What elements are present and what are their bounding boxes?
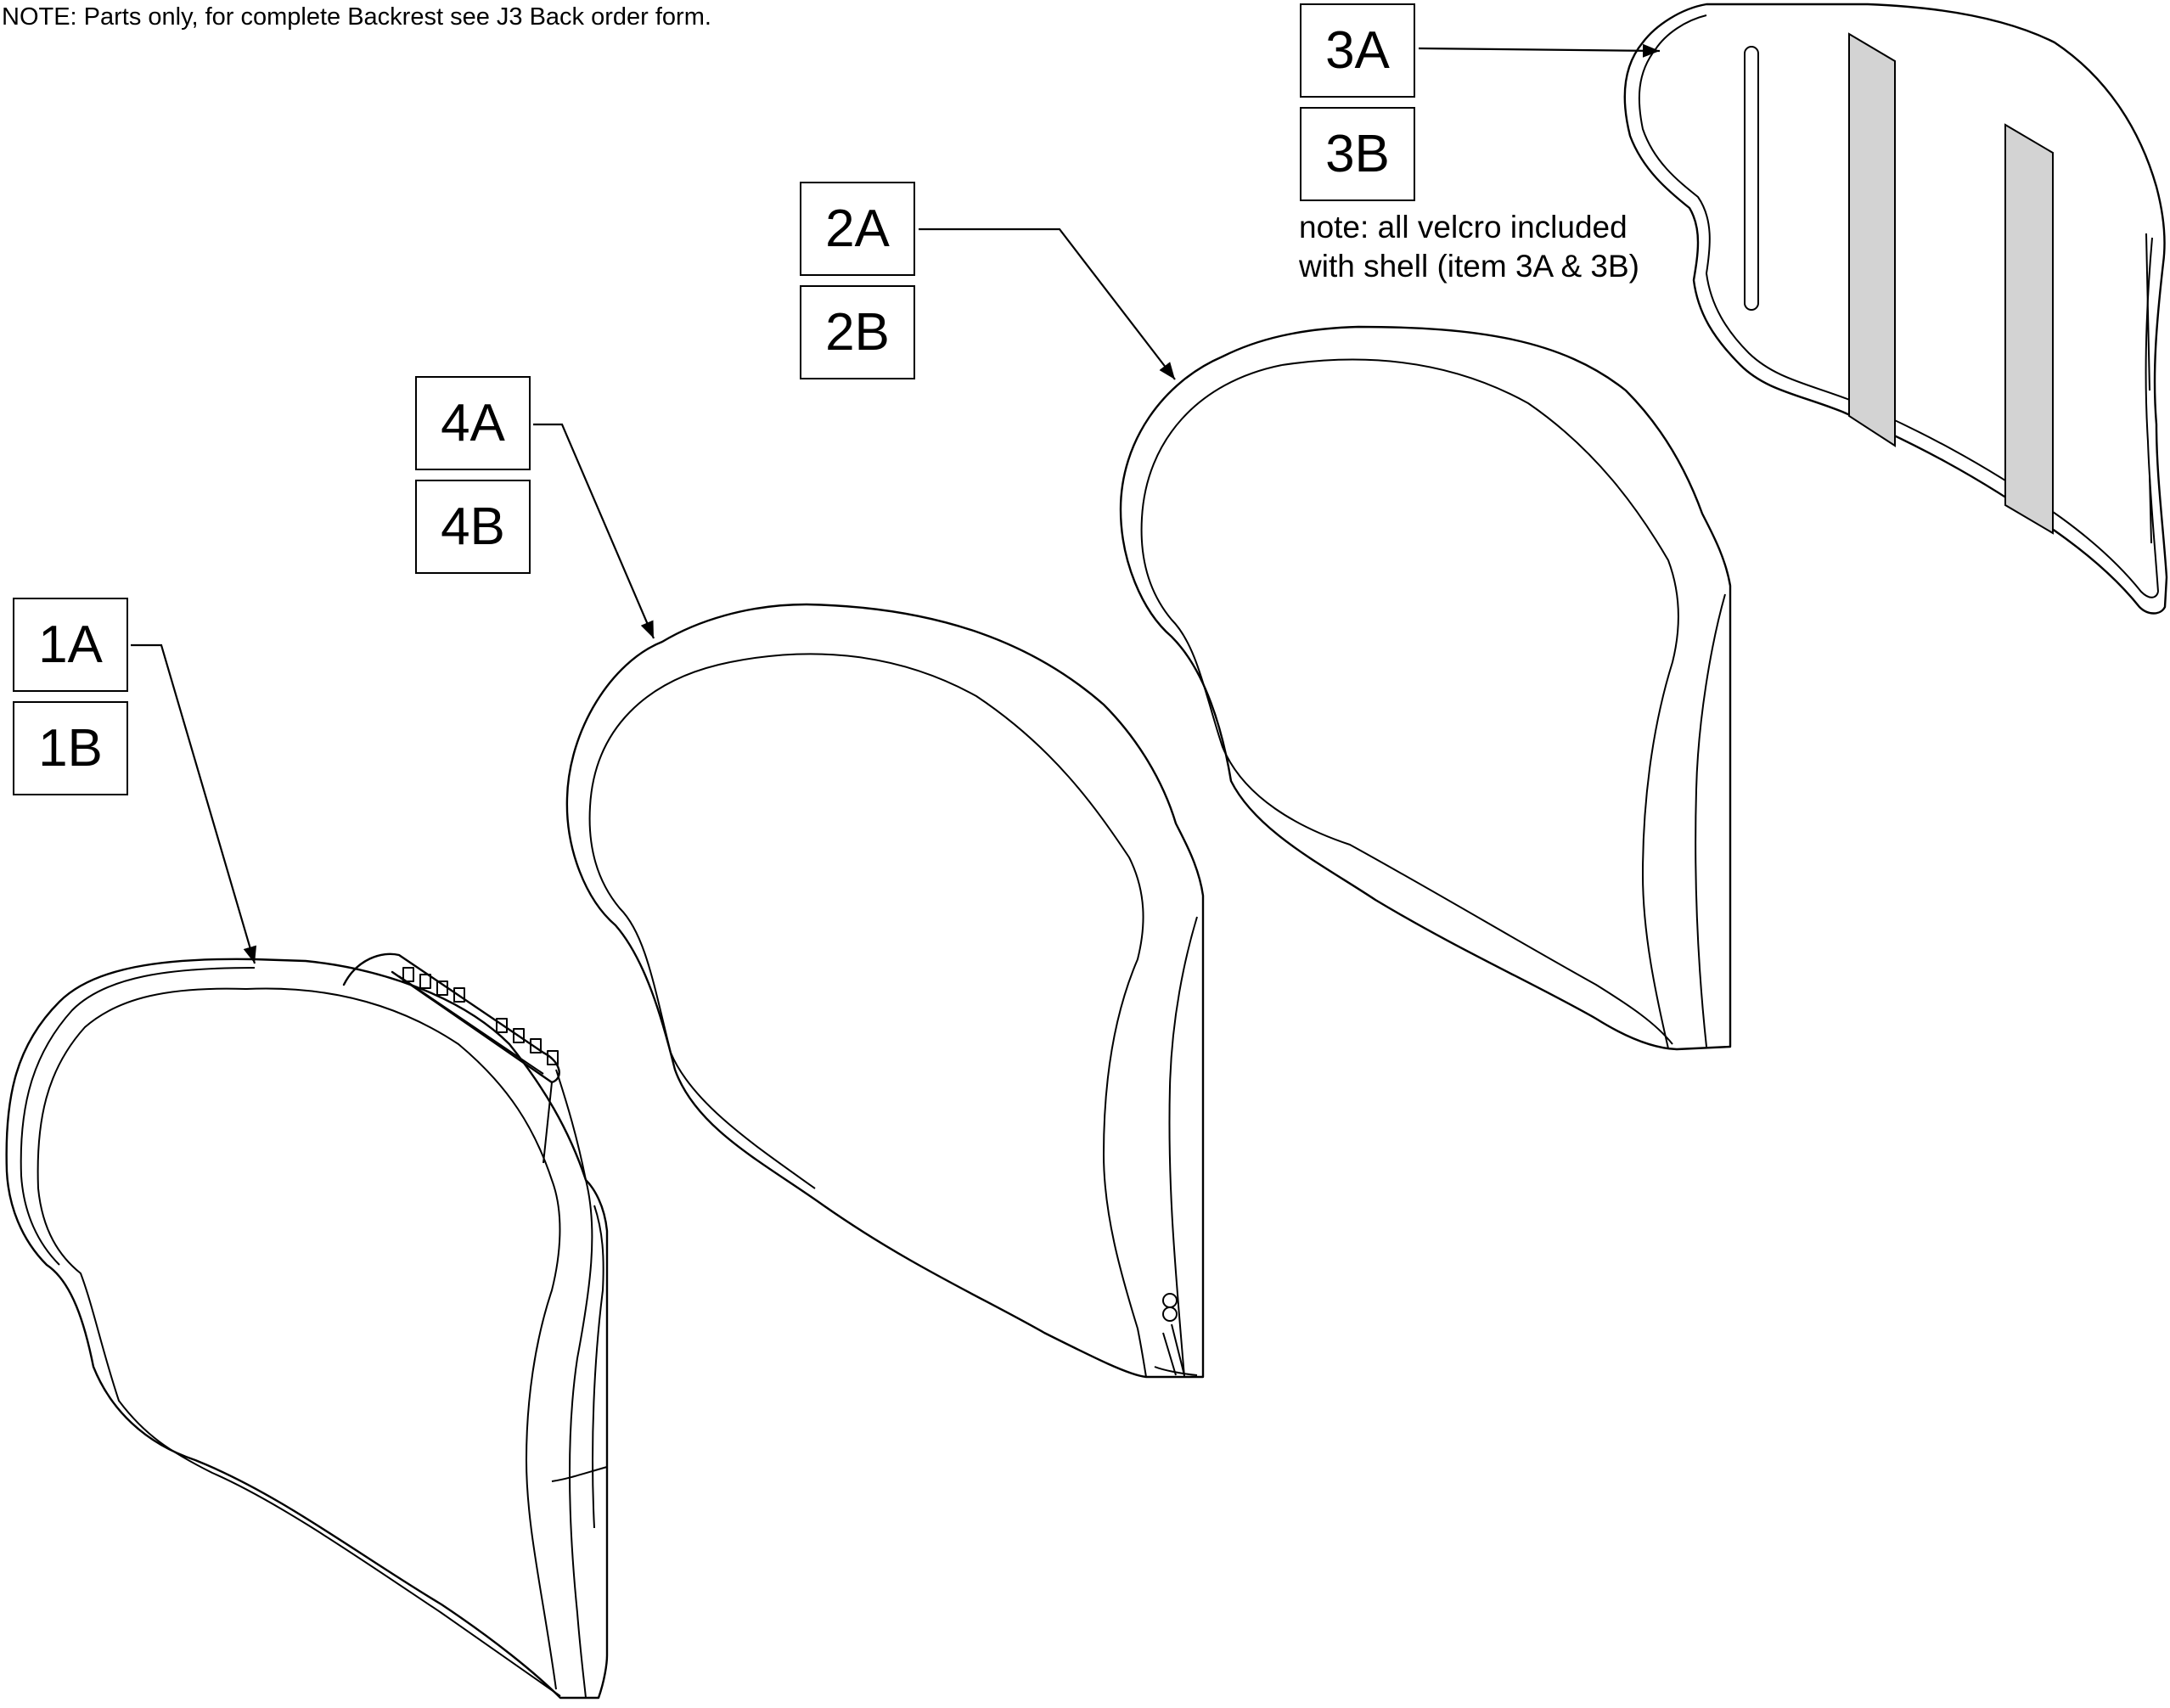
part-1-back-cover xyxy=(5,952,609,1700)
callout-1b[interactable]: 1B xyxy=(13,701,128,795)
parts-note: NOTE: Parts only, for complete Backrest … xyxy=(2,3,711,31)
callout-3b[interactable]: 3B xyxy=(1300,107,1415,201)
velcro-note-line-1: note: all velcro included xyxy=(1299,210,1628,244)
part-4-cushion xyxy=(565,603,1205,1379)
part-3-shell xyxy=(1623,3,2168,615)
part-2-cushion xyxy=(1119,325,1732,1051)
velcro-note-line-2: with shell (item 3A & 3B) xyxy=(1299,249,1639,284)
velcro-note: note: all velcro included with shell (it… xyxy=(1299,208,1639,286)
callout-2b[interactable]: 2B xyxy=(800,285,915,379)
velcro-strip xyxy=(2004,123,2054,535)
velcro-strip xyxy=(1848,32,1896,447)
leader-lines xyxy=(131,43,1661,964)
callout-4b[interactable]: 4B xyxy=(415,480,531,574)
callout-4a[interactable]: 4A xyxy=(415,376,531,470)
callout-3a[interactable]: 3A xyxy=(1300,3,1415,98)
callout-2a[interactable]: 2A xyxy=(800,182,915,276)
callout-1a[interactable]: 1A xyxy=(13,598,128,692)
velcro-slot xyxy=(1744,46,1759,311)
